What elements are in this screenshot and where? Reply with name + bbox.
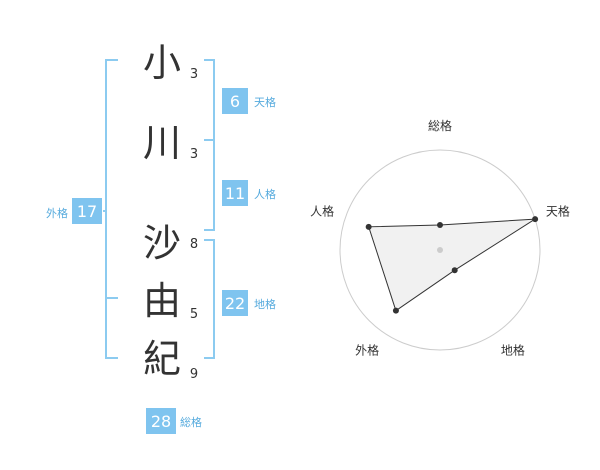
stroke-count-2: 3 bbox=[190, 147, 198, 162]
radar-axis-label-2: 天格 bbox=[546, 204, 570, 219]
jinkaku-value: 11 bbox=[225, 184, 245, 203]
soukaku-label: 総格 bbox=[180, 415, 202, 429]
tenkaku-bracket bbox=[204, 59, 215, 141]
radar-points bbox=[365, 216, 539, 314]
radar-point-2 bbox=[532, 216, 539, 223]
stroke-count-1: 3 bbox=[190, 67, 198, 82]
chikaku-label: 地格 bbox=[254, 297, 276, 311]
name-char-1: 小 bbox=[143, 41, 181, 85]
stroke-count-4: 5 bbox=[190, 307, 198, 322]
radar-axis-label-5: 人格 bbox=[310, 204, 334, 219]
gaikaku-label: 外格 bbox=[46, 206, 68, 220]
radar-axis-label-1: 総格 bbox=[428, 118, 452, 133]
tenkaku-box bbox=[222, 88, 248, 114]
name-char-5: 紀 bbox=[143, 337, 181, 381]
name-char-3: 沙 bbox=[143, 221, 181, 265]
gaikaku-bracket bbox=[105, 59, 118, 359]
tenkaku-value: 6 bbox=[230, 92, 240, 111]
radar-shape bbox=[368, 218, 536, 312]
name-char-4: 由 bbox=[143, 279, 181, 323]
radar-point-1 bbox=[437, 222, 443, 228]
stroke-count-3: 8 bbox=[190, 237, 198, 252]
radar-point-5 bbox=[365, 223, 372, 230]
chikaku-bracket bbox=[204, 239, 215, 359]
gaikaku-group: 外格 17 bbox=[46, 198, 102, 224]
tenkaku-group: 6 天格 bbox=[222, 88, 276, 114]
chikaku-value: 22 bbox=[225, 294, 245, 313]
jinkaku-box bbox=[222, 180, 248, 206]
brackets bbox=[103, 59, 215, 359]
radar-center-dot bbox=[437, 247, 443, 253]
gaikaku-box bbox=[72, 198, 102, 224]
jinkaku-group: 11 人格 bbox=[222, 180, 276, 206]
soukaku-box bbox=[146, 408, 176, 434]
name-char-2: 川 bbox=[143, 121, 181, 165]
name-characters: 小 3 川 3 沙 8 由 5 紀 9 bbox=[143, 41, 198, 382]
gaikaku-value: 17 bbox=[77, 202, 97, 221]
radar-point-3 bbox=[451, 267, 458, 274]
tenkaku-label: 天格 bbox=[254, 95, 276, 109]
soukaku-value: 28 bbox=[151, 412, 171, 431]
radar-axis-label-4: 外格 bbox=[355, 342, 379, 357]
stroke-count-5: 9 bbox=[190, 367, 198, 382]
jinkaku-label: 人格 bbox=[254, 187, 276, 201]
jinkaku-bracket bbox=[204, 139, 215, 231]
chikaku-group: 22 地格 bbox=[222, 290, 276, 316]
radar-axis-label-3: 地格 bbox=[501, 342, 525, 357]
soukaku-group: 28 総格 bbox=[146, 408, 202, 434]
radar-point-4 bbox=[392, 307, 399, 314]
chikaku-box bbox=[222, 290, 248, 316]
